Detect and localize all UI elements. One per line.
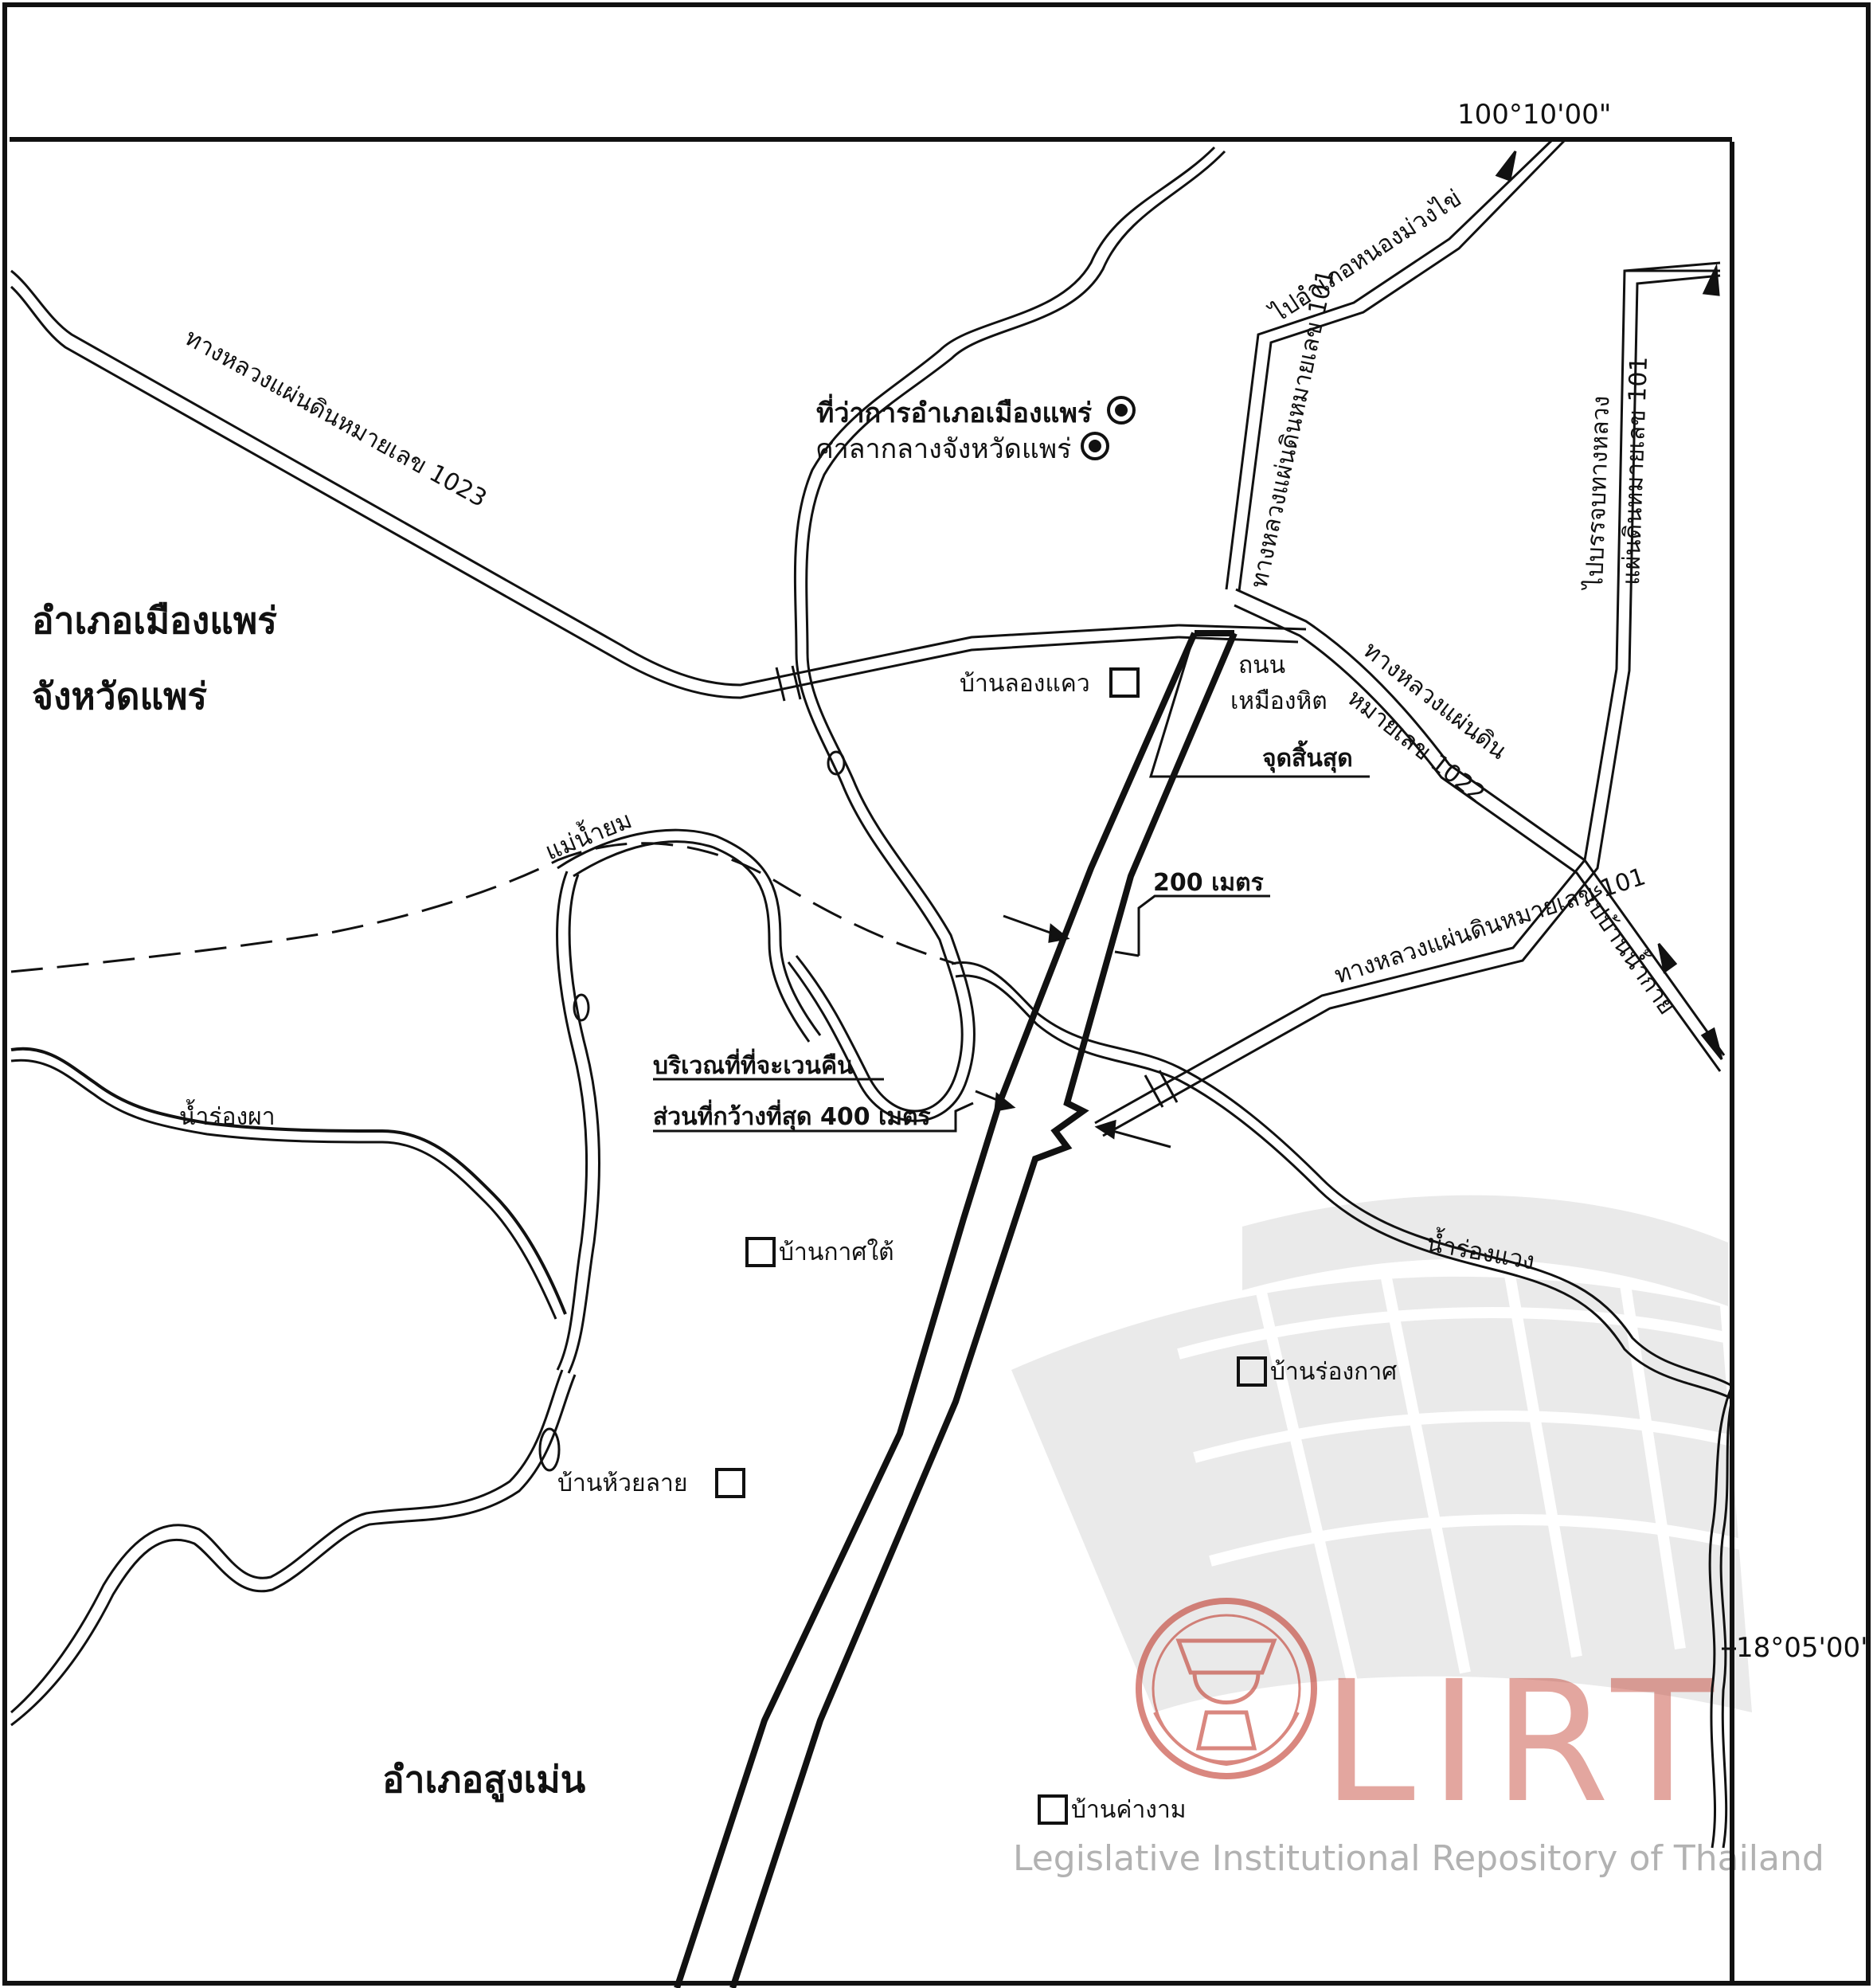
corridor-east-edge (729, 632, 1238, 1988)
city-hall-symbol (1081, 432, 1109, 460)
watermark-brand: LIRT (1322, 1645, 1728, 1840)
stream-north (787, 146, 1226, 1122)
expropriation-corridor (674, 630, 1238, 1988)
width-200m-label: 200 เมตร (1153, 869, 1264, 897)
stream-rong-pha (10, 1047, 567, 1320)
province-phrae: จังหวัดแพร่ (32, 675, 207, 718)
ban-kha-ngam-label: บ้านค่างาม (1071, 1796, 1187, 1824)
road-highway-101-north (1225, 138, 1567, 592)
watermark-grid (1177, 1193, 1746, 1690)
ban-long-khwae-label: บ้านลองแคว (960, 670, 1090, 698)
lirt-watermark (1011, 1193, 1752, 1712)
road-highway-1022 (1234, 588, 1726, 1072)
district-boundary (10, 842, 956, 973)
coord-longitude: 100°10'00" (1457, 99, 1611, 131)
city-hall-label: ศาลากลางจังหวัดแพร่ (816, 433, 1071, 465)
river-yom-label: แม่น้ำยม (540, 803, 636, 867)
end-point-label: จุดสิ้นสุด (1262, 740, 1353, 773)
road-muang-hit (1178, 624, 1307, 644)
parliament-seal (1136, 1598, 1317, 1779)
rivers (10, 146, 1734, 1849)
coord-latitude: 18°05'00" (1736, 1632, 1873, 1664)
corridor-west-edge (674, 632, 1198, 1988)
ban-kat-tai-label: บ้านกาศใต้ (779, 1239, 894, 1266)
ban-huai-lai-symbol (715, 1468, 745, 1498)
road-muang-hit-label-2: เหมืองหิต (1230, 687, 1328, 715)
stream-rong-waeng (951, 961, 1734, 1849)
to-highway-101-junction-1: ไปบรรจบทางหลวง (1580, 395, 1616, 591)
ban-rong-kat-symbol (1237, 1356, 1267, 1387)
point-symbols (715, 396, 1267, 1825)
dimension-arrows (653, 151, 1723, 1149)
ban-rong-kat-label: บ้านร่องกาศ (1270, 1358, 1397, 1386)
district-office-label: ที่ว่าการอำเภอเมืองแพร่ (816, 393, 1093, 429)
road-muang-hit-label-1: ถนน (1238, 652, 1285, 679)
to-ban-nam-kai: ไปบ้านน้ำกาย (1574, 882, 1683, 1019)
roads (10, 138, 1726, 1137)
stream-south (10, 1369, 577, 1727)
ban-kat-tai-symbol (745, 1237, 776, 1267)
expropriation-area-label-1: บริเวณที่ที่จะเวนคืน (653, 1048, 854, 1080)
expropriation-area-label-2: ส่วนที่กว้างที่สุด 400 เมตร (653, 1099, 931, 1132)
district-office-symbol (1107, 396, 1136, 425)
ban-kha-ngam-symbol (1038, 1794, 1068, 1825)
ban-huai-lai-label: บ้านห้วยลาย (557, 1469, 687, 1497)
district-mueang-phrae: อำเภอเมืองแพร่ (32, 599, 277, 642)
bridge-marks (775, 665, 1179, 1108)
to-nong-muang-khai: ไปอำเภอหนองม่วงไข่ (1265, 184, 1466, 329)
district-sung-men: อำเภอสูงเม่น (382, 1758, 586, 1802)
road-highway-1023 (10, 269, 1179, 699)
ban-long-khwae-symbol (1109, 667, 1140, 698)
river-yom (556, 828, 822, 1374)
watermark-full-name: Legislative Institutional Repository of … (1013, 1838, 1824, 1879)
stream-rong-pha-label: น้ำร่องผา (179, 1099, 276, 1131)
